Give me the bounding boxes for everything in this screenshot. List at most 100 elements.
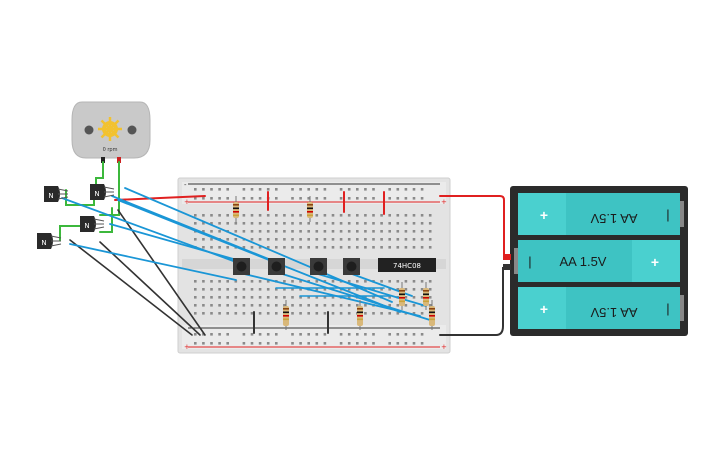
breadboard-hole[interactable] bbox=[372, 230, 375, 233]
push-buttons[interactable] bbox=[233, 258, 360, 275]
breadboard-hole[interactable] bbox=[250, 288, 254, 291]
breadboard-hole[interactable] bbox=[202, 238, 205, 241]
breadboard-hole[interactable] bbox=[202, 188, 205, 191]
breadboard-hole[interactable] bbox=[226, 342, 229, 345]
breadboard-hole[interactable] bbox=[315, 296, 319, 299]
breadboard-hole[interactable] bbox=[347, 246, 351, 249]
breadboard-hole[interactable] bbox=[299, 197, 302, 200]
breadboard-hole[interactable] bbox=[380, 280, 383, 283]
breadboard-hole[interactable] bbox=[347, 238, 351, 241]
breadboard-hole[interactable] bbox=[372, 197, 375, 200]
battery-pack[interactable]: + AA 1.5V | | AA 1.5V + + AA 1.5V | bbox=[503, 186, 688, 336]
breadboard-hole[interactable] bbox=[299, 188, 302, 191]
breadboard-hole[interactable] bbox=[194, 333, 197, 336]
breadboard-hole[interactable] bbox=[347, 197, 351, 200]
breadboard-hole[interactable] bbox=[412, 342, 416, 345]
breadboard-hole[interactable] bbox=[242, 342, 246, 345]
breadboard-hole[interactable] bbox=[242, 222, 246, 225]
push-button-3[interactable] bbox=[310, 258, 327, 275]
breadboard-hole[interactable] bbox=[218, 230, 221, 233]
breadboard-hole[interactable] bbox=[275, 333, 278, 336]
breadboard-hole[interactable] bbox=[202, 296, 205, 299]
breadboard-hole[interactable] bbox=[339, 246, 343, 249]
breadboard-hole[interactable] bbox=[291, 230, 294, 233]
push-button-1[interactable] bbox=[233, 258, 250, 275]
wires[interactable] bbox=[59, 161, 511, 336]
breadboard-hole[interactable] bbox=[396, 342, 400, 345]
breadboard-hole[interactable] bbox=[250, 214, 254, 217]
breadboard-hole[interactable] bbox=[202, 214, 205, 217]
breadboard-hole[interactable] bbox=[388, 238, 391, 241]
breadboard-hole[interactable] bbox=[307, 333, 310, 336]
breadboard-hole[interactable] bbox=[275, 214, 278, 217]
breadboard-hole[interactable] bbox=[372, 214, 375, 217]
breadboard-hole[interactable] bbox=[347, 312, 351, 315]
breadboard-hole[interactable] bbox=[380, 230, 383, 233]
resistor-4[interactable] bbox=[357, 300, 363, 330]
breadboard-hole[interactable] bbox=[226, 304, 229, 307]
breadboard-hole[interactable] bbox=[202, 333, 205, 336]
breadboard-hole[interactable] bbox=[283, 246, 286, 249]
battery-terminal-red[interactable] bbox=[503, 254, 511, 260]
breadboard-hole[interactable] bbox=[283, 280, 286, 283]
breadboard-hole[interactable] bbox=[420, 312, 424, 315]
breadboard-hole[interactable] bbox=[307, 246, 310, 249]
breadboard-hole[interactable] bbox=[275, 238, 278, 241]
breadboard-hole[interactable] bbox=[323, 222, 327, 225]
breadboard-hole[interactable] bbox=[323, 333, 327, 336]
breadboard-hole[interactable] bbox=[356, 222, 359, 225]
breadboard-hole[interactable] bbox=[242, 230, 246, 233]
breadboard-hole[interactable] bbox=[396, 214, 400, 217]
breadboard-hole[interactable] bbox=[275, 288, 278, 291]
breadboard-hole[interactable] bbox=[210, 333, 213, 336]
breadboard-hole[interactable] bbox=[331, 222, 335, 225]
breadboard-hole[interactable] bbox=[210, 246, 213, 249]
breadboard-hole[interactable] bbox=[412, 280, 416, 283]
breadboard-hole[interactable] bbox=[218, 246, 221, 249]
breadboard-hole[interactable] bbox=[372, 296, 375, 299]
breadboard-hole[interactable] bbox=[275, 296, 278, 299]
breadboard-hole[interactable] bbox=[266, 230, 270, 233]
push-button-4[interactable] bbox=[343, 258, 360, 275]
breadboard-hole[interactable] bbox=[380, 312, 383, 315]
breadboard-hole[interactable] bbox=[250, 342, 254, 345]
breadboard-hole[interactable] bbox=[266, 304, 270, 307]
breadboard-hole[interactable] bbox=[388, 280, 391, 283]
breadboard-hole[interactable] bbox=[299, 288, 302, 291]
breadboard-hole[interactable] bbox=[420, 222, 424, 225]
breadboard-hole[interactable] bbox=[420, 238, 424, 241]
breadboard-hole[interactable] bbox=[356, 197, 359, 200]
breadboard-hole[interactable] bbox=[299, 280, 302, 283]
breadboard-hole[interactable] bbox=[388, 222, 391, 225]
breadboard-hole[interactable] bbox=[315, 342, 319, 345]
breadboard-hole[interactable] bbox=[428, 296, 432, 299]
breadboard-hole[interactable] bbox=[210, 214, 213, 217]
breadboard-hole[interactable] bbox=[372, 238, 375, 241]
breadboard-hole[interactable] bbox=[331, 304, 335, 307]
breadboard-hole[interactable] bbox=[315, 288, 319, 291]
breadboard-hole[interactable] bbox=[266, 288, 270, 291]
dc-motor[interactable]: 0 rpm bbox=[71, 101, 151, 163]
breadboard-hole[interactable] bbox=[404, 222, 408, 225]
breadboard-hole[interactable] bbox=[323, 230, 327, 233]
breadboard-hole[interactable] bbox=[218, 280, 221, 283]
breadboard-hole[interactable] bbox=[242, 280, 246, 283]
breadboard-hole[interactable] bbox=[356, 288, 359, 291]
breadboard-hole[interactable] bbox=[194, 238, 197, 241]
breadboard-hole[interactable] bbox=[372, 188, 375, 191]
battery-cell-2[interactable]: | AA 1.5V + bbox=[514, 240, 680, 282]
wire-black-2[interactable] bbox=[99, 241, 201, 336]
breadboard-hole[interactable] bbox=[339, 342, 343, 345]
breadboard-hole[interactable] bbox=[226, 246, 229, 249]
breadboard-hole[interactable] bbox=[396, 197, 400, 200]
transistor-3[interactable]: N bbox=[80, 216, 105, 232]
breadboard-hole[interactable] bbox=[218, 304, 221, 307]
breadboard-hole[interactable] bbox=[266, 188, 270, 191]
breadboard-hole[interactable] bbox=[412, 333, 416, 336]
breadboard-hole[interactable] bbox=[307, 230, 310, 233]
breadboard-hole[interactable] bbox=[412, 222, 416, 225]
breadboard-hole[interactable] bbox=[291, 288, 294, 291]
breadboard-hole[interactable] bbox=[315, 222, 319, 225]
breadboard-hole[interactable] bbox=[299, 296, 302, 299]
breadboard-hole[interactable] bbox=[388, 230, 391, 233]
